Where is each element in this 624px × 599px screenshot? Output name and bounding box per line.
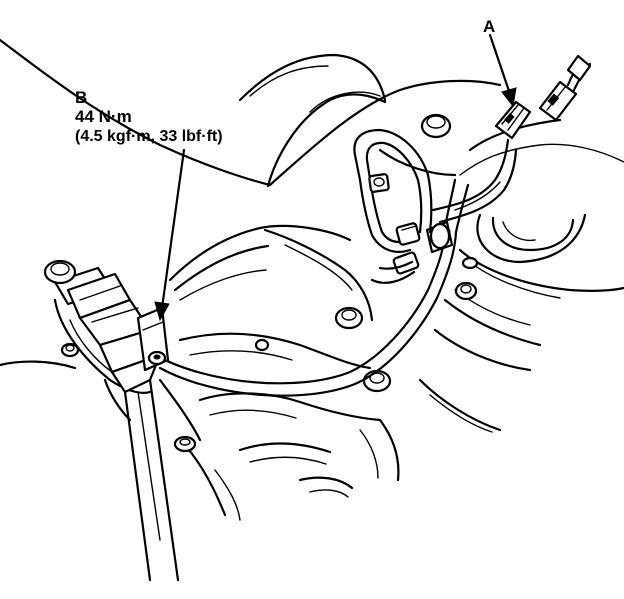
- hose-bracket-b: [136, 306, 170, 372]
- connector-a: [494, 54, 592, 140]
- tube-fittings: [368, 173, 421, 284]
- top-boss: [420, 113, 452, 139]
- callout-a-letter: A: [483, 17, 495, 36]
- engine-block-outline: [0, 38, 624, 188]
- callout-b-torque: 44 N·m: [75, 107, 132, 126]
- callout-labels: A B 44 N·m (4.5 kgf·m, 33 lbf·ft): [75, 17, 495, 145]
- dipstick-tube: [123, 378, 180, 582]
- connector-a-harness: [431, 138, 518, 224]
- hose-clip: [425, 220, 454, 254]
- lower-body-contours: [168, 224, 400, 521]
- callout-b-torque-alt: (4.5 kgf·m, 33 lbf·ft): [75, 128, 223, 145]
- right-casting: [418, 213, 624, 433]
- leader-lines: [154, 33, 517, 322]
- upper-tubes: [353, 128, 433, 253]
- callout-b-letter: B: [75, 88, 87, 107]
